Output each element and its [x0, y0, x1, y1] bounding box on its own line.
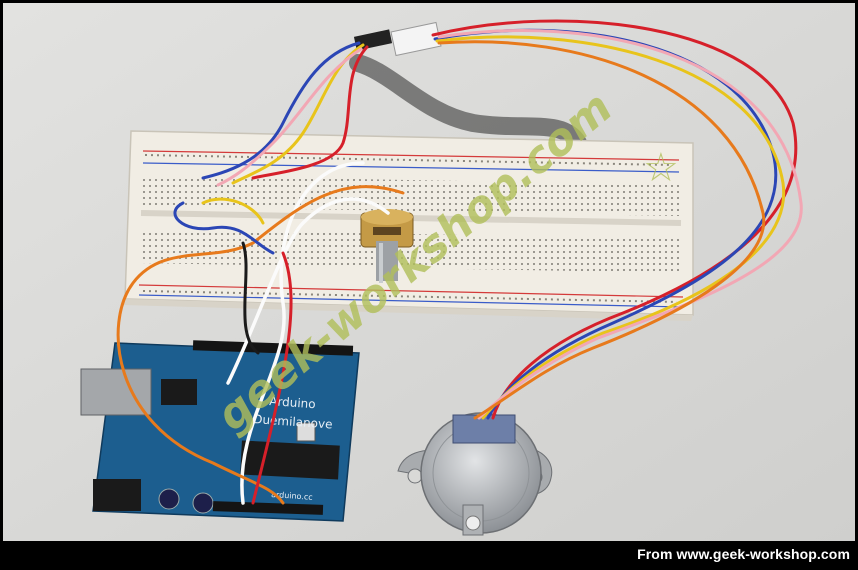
potentiometer: [360, 209, 414, 283]
stepper-motor: [397, 412, 553, 536]
arduino-board: Arduino Duemilanove arduino.cc: [80, 340, 360, 522]
source-caption: From www.geek-workshop.com: [637, 546, 850, 562]
photo-illustration: Arduino Duemilanove arduino.cc: [3, 3, 855, 541]
microcontroller-chip: [240, 440, 340, 480]
photo: Arduino Duemilanove arduino.cc: [3, 3, 855, 541]
board-url: arduino.cc: [271, 490, 313, 502]
motor-wires: [431, 19, 803, 420]
wire-shadow: [349, 54, 587, 152]
watermark-star: ☆: [643, 145, 679, 191]
breadboard-wires: [116, 41, 405, 505]
board-brand: Arduino: [269, 394, 316, 411]
dc-jack: [93, 479, 141, 511]
